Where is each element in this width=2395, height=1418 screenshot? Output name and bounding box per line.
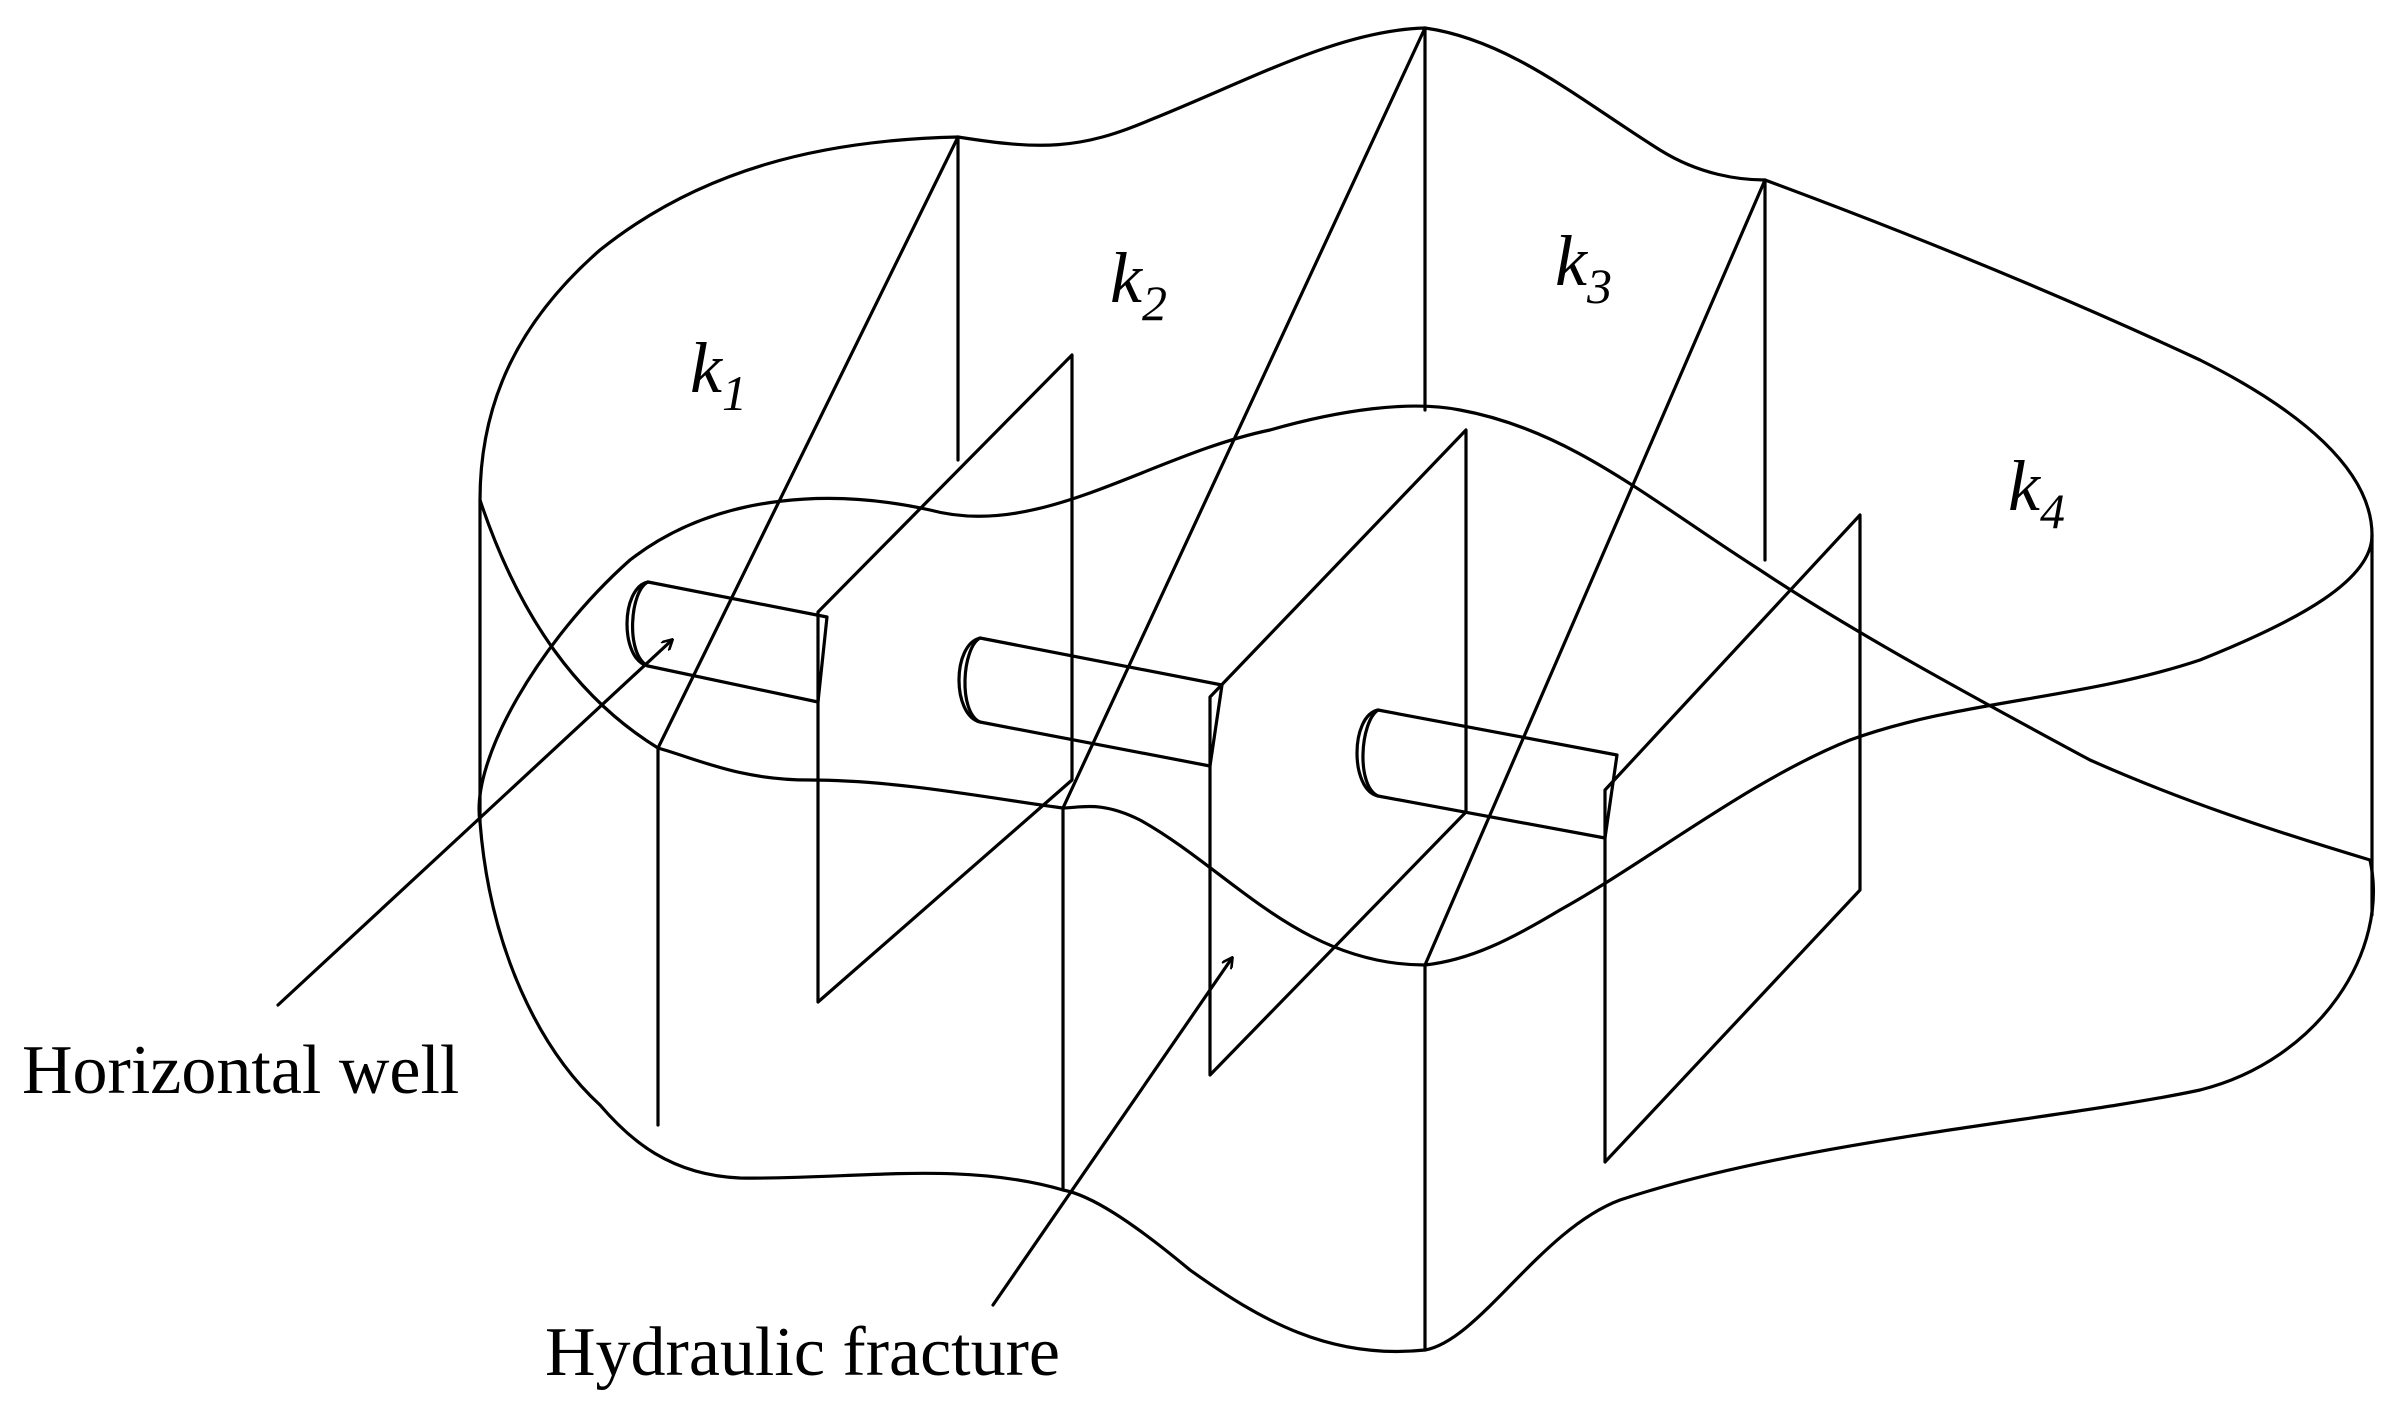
well-callout-arrow — [276, 640, 672, 1007]
zone-label-k2: k2 — [1110, 238, 1167, 331]
zone-label-k1: k1 — [690, 328, 747, 421]
zone-label-k4: k4 — [2008, 446, 2065, 539]
fracture-plane-2 — [1208, 428, 1468, 1077]
well-segment-1 — [625, 580, 829, 704]
boundary-diagonal-1 — [656, 135, 960, 750]
well-segment-3 — [1355, 708, 1619, 840]
horizontal-well-label: Horizontal well — [22, 1032, 459, 1109]
reservoir-bottom-face — [477, 404, 2375, 1354]
hydraulic-fracture-label: Hydraulic fracture — [545, 1314, 1060, 1391]
well-segment-2 — [957, 636, 1224, 768]
well-segment-2-cap — [963, 636, 982, 724]
well-segment-1-cap — [630, 580, 650, 668]
boundary-diagonal-2 — [1061, 26, 1427, 810]
fracture-callout-arrow — [991, 958, 1232, 1307]
well-segment-3-cap — [1361, 708, 1380, 798]
zone-label-k3: k3 — [1555, 221, 1612, 314]
fracture-plane-3 — [1603, 513, 1862, 1164]
fracture-plane-1 — [816, 353, 1074, 1004]
boundary-diagonal-3 — [1423, 178, 1767, 967]
